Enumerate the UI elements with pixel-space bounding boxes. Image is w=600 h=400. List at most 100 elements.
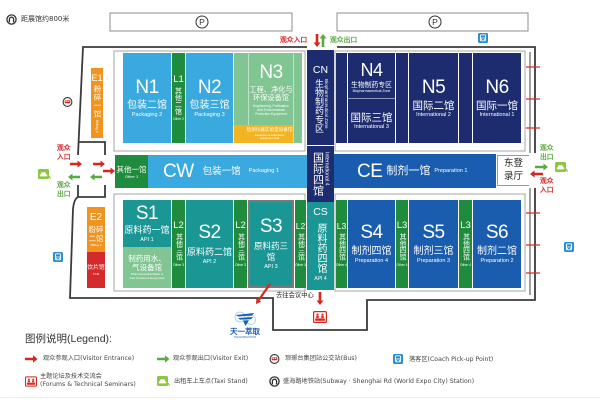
hall-name-cn: 包装二馆 <box>127 99 167 111</box>
hall-l3: L3 其他四馆 Other 4 <box>459 200 472 288</box>
hall-n3-engineering: N3 工程、净化与 环保设备馆 Engineering, Purificatio… <box>249 53 293 125</box>
hall-name-cn: 其他三馆 <box>236 233 245 261</box>
hall-name-en: Preparation 4 <box>354 258 389 264</box>
hall-name-cn: 检测仪器实验室设备馆 <box>246 127 293 133</box>
hall-code: L3 <box>396 220 408 232</box>
legend-label: 观众参观入口(Visitor Entrance) <box>43 355 135 362</box>
legend-item-coach-pickup: 落客区(Coach Pick-up Point) <box>393 354 493 366</box>
hall-name-en: Other 3 <box>173 262 184 267</box>
hall-name-en: Other 4 <box>460 262 471 267</box>
hall-name-en: Other 3 <box>295 262 306 267</box>
subway-icon <box>6 14 17 25</box>
hall-s5: S5 制剂三馆 Preparation 3 <box>409 200 458 288</box>
bus-stop-icon <box>269 354 280 364</box>
hall-code: N4 <box>360 59 383 80</box>
hall-name-cn: 其他二馆 <box>174 87 183 115</box>
hall-name-cn: 制剂一馆 <box>386 164 431 177</box>
inner-outline-northeast <box>334 50 526 152</box>
legend-label: 落客区(Coach Pick-up Point) <box>409 356 494 363</box>
hall-name-cn: 制药用水、 气设备馆 <box>128 254 166 273</box>
east-door-markers <box>526 66 540 274</box>
hall-name-cn: 粉碎 二馆 <box>88 225 104 243</box>
legend-label: 主题论坛及技术交流会 (Forums & Technical Seminars) <box>40 373 136 388</box>
hall-name-cn: 其他一馆 <box>116 164 147 174</box>
hall-code: S1 <box>135 202 159 224</box>
hall-n4: N4 生物制药专区 Biopharmaceutical Zone 国际三馆 In… <box>348 53 395 143</box>
hall-name-cn: 制剂二馆 <box>477 246 517 257</box>
legend-item-forums-seminars: 主题论坛及技术交流会 (Forums & Technical Seminars) <box>25 373 136 389</box>
legend-item-visitor-exit: 观众参观出口(Visitor Exit) <box>157 355 248 363</box>
parking-icon-label: P <box>199 17 205 27</box>
hall-name-cn: 生物制药专区 <box>351 80 392 89</box>
hall-name-cn: 其他三馆 <box>174 233 183 261</box>
legend-label: 出租车上车点(Taxi Stand) <box>174 377 248 385</box>
hall-divider <box>348 98 395 99</box>
logo-name-en: TIEI EXTRACTION <box>233 336 257 339</box>
hall-name-cn: 其他四馆 <box>337 233 346 261</box>
hall-name-en: Inspection & Laboratory Equipment Hall <box>254 132 285 140</box>
hall-name-group: 国际四馆 International 4 <box>312 152 330 196</box>
hall-name-cn: 饮片馆 <box>87 264 105 271</box>
hall-code: E2 <box>89 212 103 223</box>
forum-seminar-icon <box>25 375 38 387</box>
hall-code: L2 <box>173 220 184 232</box>
hall-name-cn: 原料药四馆 <box>315 223 326 273</box>
hall-name-en: Pharmaceutical Water & Gas Treatment Equ… <box>129 272 165 280</box>
coach-pickup-icon <box>393 354 403 364</box>
coach-pickup-icon <box>478 33 490 45</box>
hall-name-cn: 国际三馆 <box>350 111 393 124</box>
subway-distance-note: 距展馆约800米 <box>21 15 70 23</box>
hall-name-en: Other 1 <box>124 173 139 179</box>
hall-divider <box>248 53 249 125</box>
hall-s4: S4 制剂四馆 Preparation 4 <box>348 200 395 288</box>
hall-code: CE <box>357 160 383 182</box>
hall-name-en: Other 2 <box>173 117 184 121</box>
hall-name-en: API 4 <box>314 276 327 282</box>
taxi-stand-icon <box>555 162 569 173</box>
hall-name-en: Preparation 1 <box>434 167 468 174</box>
hall-l2: L2 其他三馆 Other 3 <box>295 200 306 288</box>
hall-n5: N5 国际二馆 International 2 <box>409 53 458 143</box>
hall-cw: CW 包装一馆 Packaging 1 <box>148 155 307 188</box>
hall-n6: N6 国际一馆 International 1 <box>473 53 521 143</box>
hall-ce: CE 制剂一馆 Preparation 1 <box>334 154 496 188</box>
hall-international-4: 国际四馆 International 4 <box>307 146 334 202</box>
legend-label: 盛海路地铁站(Subway · Shenghai Rd (World Expo … <box>283 377 475 385</box>
hall-n3-laboratory-equipment: 检测仪器实验室设备馆 Inspection & Laboratory Equip… <box>234 125 293 143</box>
hall-l2: L2 其他三馆 Other 3 <box>172 200 185 288</box>
hall-code: L1 <box>173 74 184 85</box>
hall-n3: N3 工程、净化与 环保设备馆 Engineering, Purificatio… <box>234 53 302 143</box>
hall-name-en: Engineering, Purification and Environmen… <box>253 103 289 116</box>
hall-code: CN <box>312 64 329 76</box>
hall-name-cn: 国际二馆 <box>412 99 455 112</box>
hall-name-cn: 包装一馆 <box>202 165 241 177</box>
hall-s3: S3 原料药三馆 API 3 <box>248 200 294 288</box>
forum-seminar-icon <box>313 311 328 324</box>
hall-name-en: Other 4 <box>336 262 347 267</box>
parking-icon-label: P <box>432 17 438 27</box>
conference-center-direction-label: 去往会议中心 <box>276 292 314 299</box>
hall-n2: N2 包装三馆 Packaging 3 <box>186 53 233 143</box>
hall-code: CW <box>163 161 194 182</box>
north-exit-label: 观众出口 <box>330 36 358 44</box>
legend-bottom-divider <box>0 397 600 398</box>
hall-name-cn: 制剂三馆 <box>413 246 454 257</box>
hall-code: L2 <box>295 221 306 232</box>
outer-wall <box>69 46 536 331</box>
hall-e1: E1 粉碎一馆 Milling 1 <box>91 68 103 138</box>
hall-code: S4 <box>360 222 383 243</box>
hall-name-en: Other 3 <box>235 262 246 267</box>
legend-item-visitor-entrance: 观众参观入口(Visitor Entrance) <box>25 355 134 363</box>
hall-l3: L3 其他四馆 Other 4 <box>336 200 347 288</box>
hall-s1: S1 原料药一馆 API 1 <box>123 200 171 247</box>
hall-connector <box>396 53 408 143</box>
hall-name-cn: 其他四馆 <box>461 233 470 261</box>
hall-name-en: International 2 <box>416 111 451 118</box>
legend-label: 观众参观出口(Visitor Exit) <box>173 355 249 362</box>
hall-name-cn: 原料药一馆 <box>124 225 170 236</box>
hall-tcm: 饮片馆 TCM <box>87 252 105 288</box>
hall-connector <box>336 53 347 143</box>
hall-name-en: TCM <box>92 271 100 276</box>
hall-name-en: Biopharmaceutical Zone <box>324 79 329 129</box>
hall-name-en: API 2 <box>202 258 217 265</box>
